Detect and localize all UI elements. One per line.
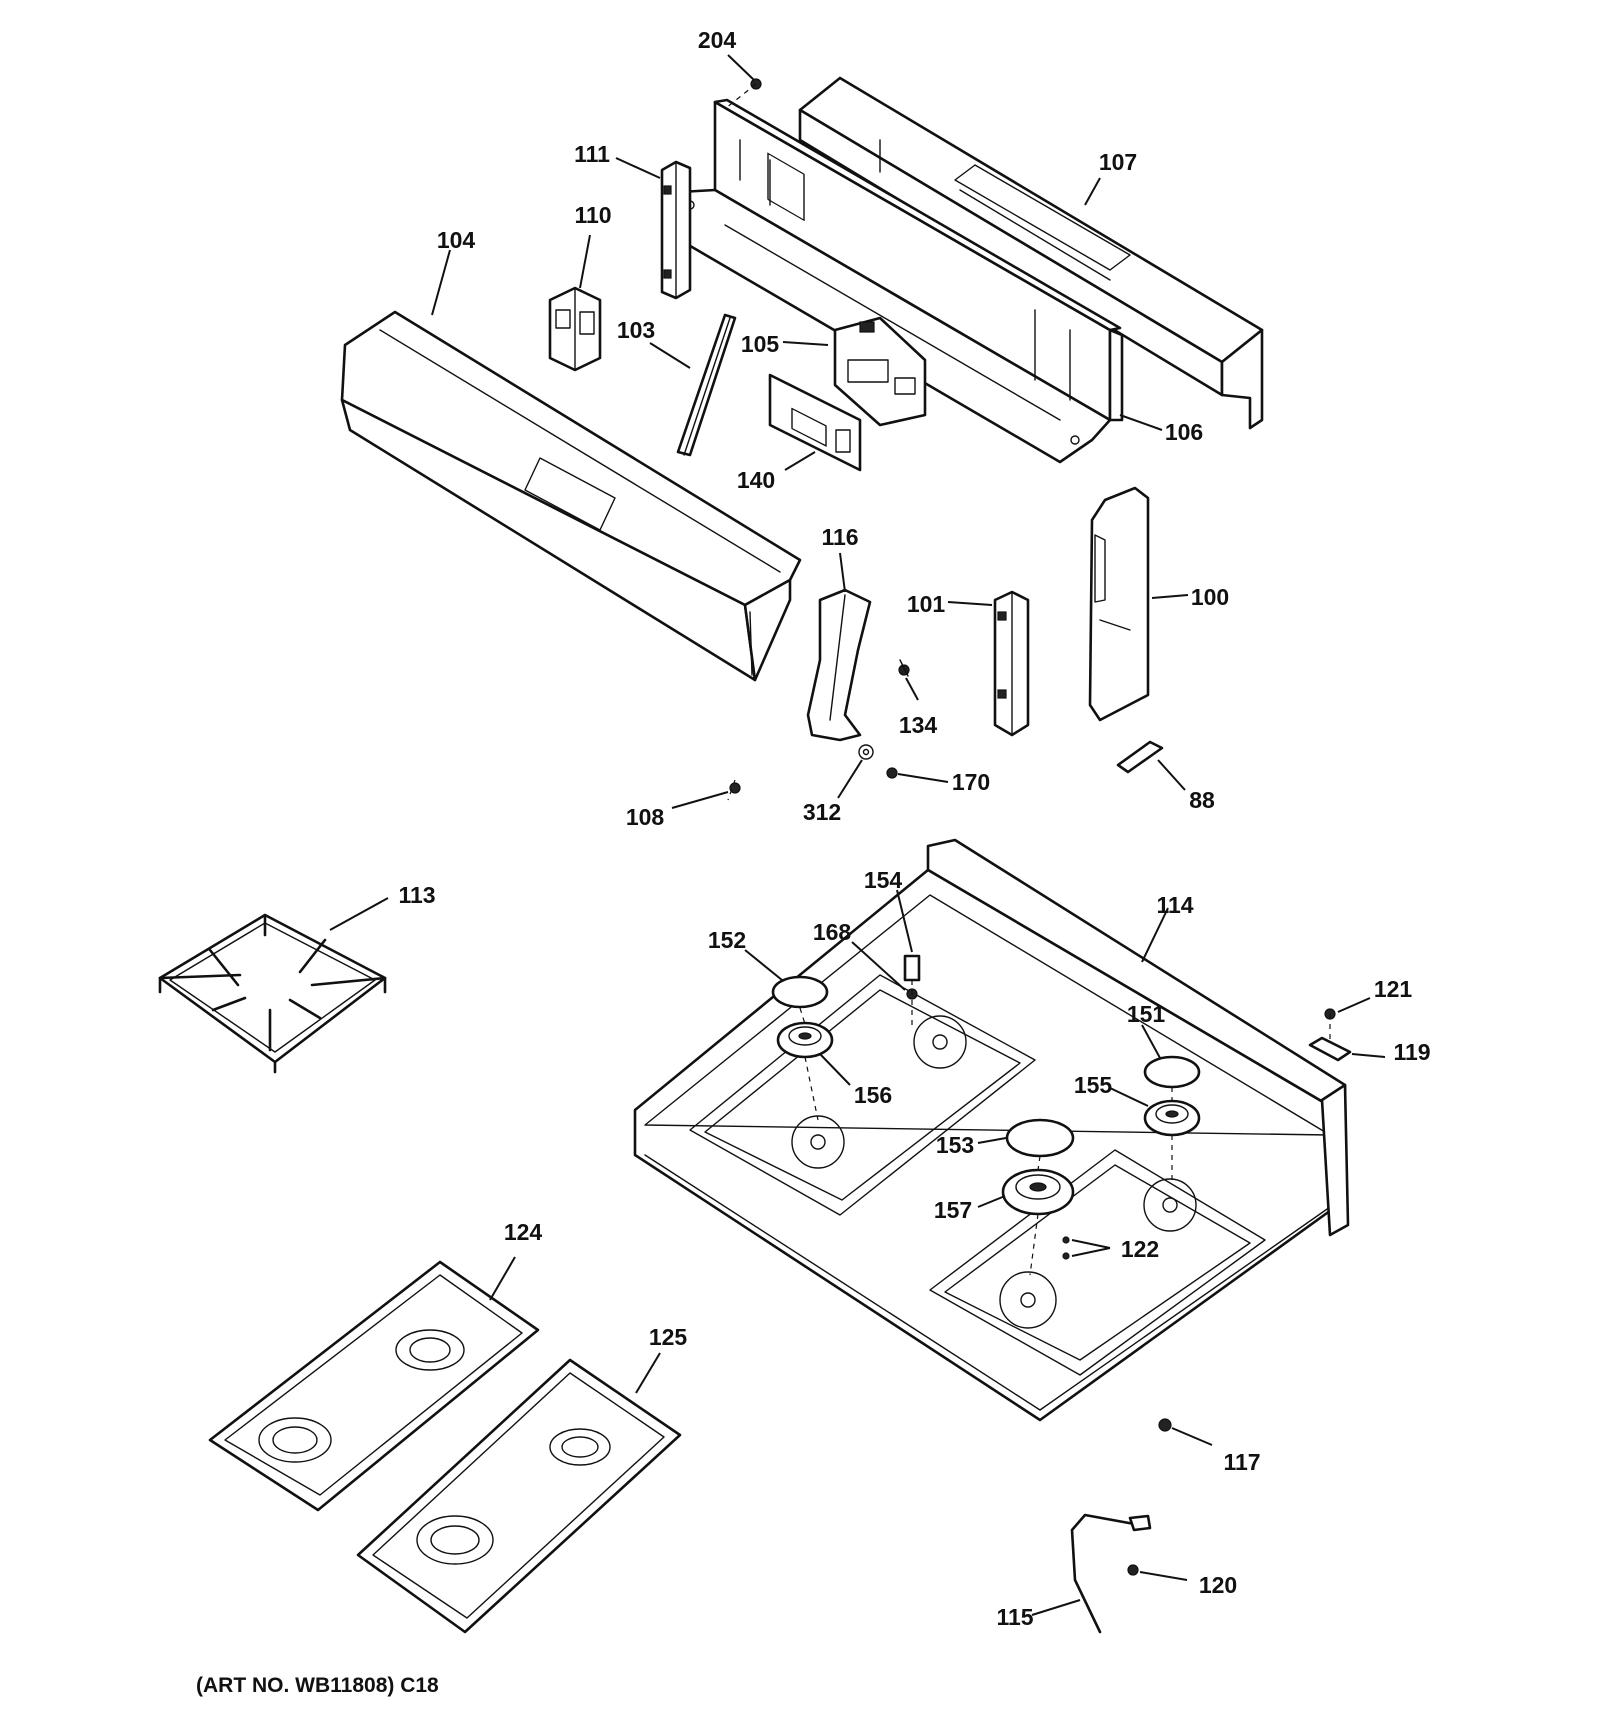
- callout-88: 88: [1189, 787, 1215, 813]
- part-122-screws: [1062, 1236, 1070, 1260]
- callout-116: 116: [821, 524, 858, 550]
- part-312-washer: [858, 744, 874, 760]
- callout-110: 110: [574, 202, 611, 228]
- callout-labels: 204 111 107 110 104 103 105 106 140 116 …: [196, 27, 1431, 1697]
- callout-134: 134: [899, 712, 938, 738]
- part-170-screw: [886, 767, 898, 779]
- part-101-bracket: [993, 590, 1030, 737]
- callout-101: 101: [907, 591, 946, 617]
- callout-114: 114: [1156, 892, 1193, 918]
- callout-312: 312: [803, 799, 841, 825]
- callout-122: 122: [1121, 1236, 1159, 1262]
- callout-140: 140: [737, 467, 775, 493]
- callout-111: 111: [574, 141, 610, 167]
- part-110-module: [548, 286, 602, 372]
- callout-204: 204: [698, 27, 737, 53]
- callout-107: 107: [1099, 149, 1137, 175]
- part-157-burner-head: [1001, 1168, 1075, 1216]
- callout-121: 121: [1374, 976, 1413, 1002]
- part-103-strap: [676, 313, 737, 457]
- part-108-screw: [729, 782, 741, 794]
- callout-156: 156: [854, 1082, 892, 1108]
- part-134-screw: [898, 659, 910, 677]
- part-105-timer-control: [833, 316, 927, 427]
- callout-106: 106: [1165, 419, 1203, 445]
- part-107-backguard-cover: [798, 76, 1264, 430]
- part-119-hinge: [1308, 1036, 1352, 1062]
- callout-119: 119: [1393, 1039, 1430, 1065]
- part-113-grate: [158, 913, 387, 1074]
- callout-115: 115: [996, 1604, 1033, 1630]
- leader-lines: [329, 54, 1386, 1616]
- callout-151: 151: [1127, 1001, 1166, 1027]
- callout-105: 105: [741, 331, 780, 357]
- part-100-end-panel: [1088, 486, 1150, 722]
- part-124-drip-tray: [208, 1260, 540, 1512]
- callout-113: 113: [398, 882, 435, 908]
- callout-100: 100: [1191, 584, 1229, 610]
- part-140-overlay: [768, 373, 862, 472]
- part-152-burner-cap: [771, 975, 829, 1009]
- part-116-end-cap: [806, 588, 872, 742]
- assembly-lines: [725, 83, 1331, 1276]
- callout-124: 124: [504, 1219, 543, 1245]
- part-88-strip: [1116, 740, 1164, 774]
- part-106-backguard-frame: [678, 98, 1124, 464]
- part-156-burner-head: [776, 1021, 834, 1059]
- callout-103: 103: [617, 317, 655, 343]
- callout-117: 117: [1223, 1449, 1260, 1475]
- part-151-burner-cap: [1143, 1055, 1201, 1089]
- part-120-screw: [1127, 1564, 1139, 1576]
- part-114-cooktop: [633, 838, 1350, 1422]
- callout-170: 170: [952, 769, 990, 795]
- part-115-rod: [1070, 1513, 1152, 1634]
- part-154-orifice: [903, 954, 921, 982]
- callout-125: 125: [649, 1324, 688, 1350]
- art-number: (ART NO. WB11808) C18: [196, 1674, 439, 1697]
- callout-157: 157: [934, 1197, 972, 1223]
- callout-154: 154: [864, 867, 903, 893]
- part-153-burner-cap: [1005, 1118, 1075, 1158]
- callout-168: 168: [813, 919, 852, 945]
- part-155-burner-head: [1143, 1099, 1201, 1137]
- callout-152: 152: [708, 927, 746, 953]
- callout-108: 108: [626, 804, 665, 830]
- callout-155: 155: [1074, 1072, 1113, 1098]
- part-125-drip-tray: [356, 1358, 682, 1634]
- callout-104: 104: [437, 227, 476, 253]
- part-104-control-panel: [340, 310, 802, 682]
- callout-153: 153: [936, 1132, 974, 1158]
- part-111-bracket: [660, 160, 692, 300]
- callout-120: 120: [1199, 1572, 1237, 1598]
- part-117-nut: [1158, 1418, 1172, 1432]
